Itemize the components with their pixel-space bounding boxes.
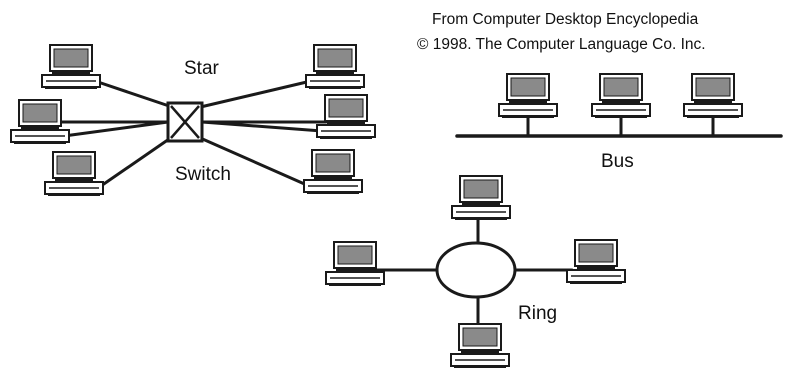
star-link-left-2	[64, 122, 168, 136]
star-computer-right-1	[306, 45, 364, 89]
switch-box-icon	[168, 103, 202, 141]
ring-computer-top	[452, 176, 510, 220]
star-computer-left-2	[11, 100, 69, 144]
star-link-left-3	[98, 137, 172, 188]
star-link-left-1	[95, 81, 178, 109]
star-link-right-1	[192, 81, 311, 109]
ring-computer-bottom	[451, 324, 509, 368]
ring-computer-right	[567, 240, 625, 284]
star-link-right-3	[198, 137, 309, 186]
bus-computer-2	[592, 74, 650, 118]
ring-ellipse-icon	[437, 243, 515, 297]
star-computer-right-3	[304, 150, 362, 194]
bus-computer-3	[684, 74, 742, 118]
bus-computer-1	[499, 74, 557, 118]
star-computer-right-2	[317, 95, 375, 139]
star-computer-left-1	[42, 45, 100, 89]
ring-computer-left	[326, 242, 384, 286]
star-computer-left-3	[45, 152, 103, 196]
